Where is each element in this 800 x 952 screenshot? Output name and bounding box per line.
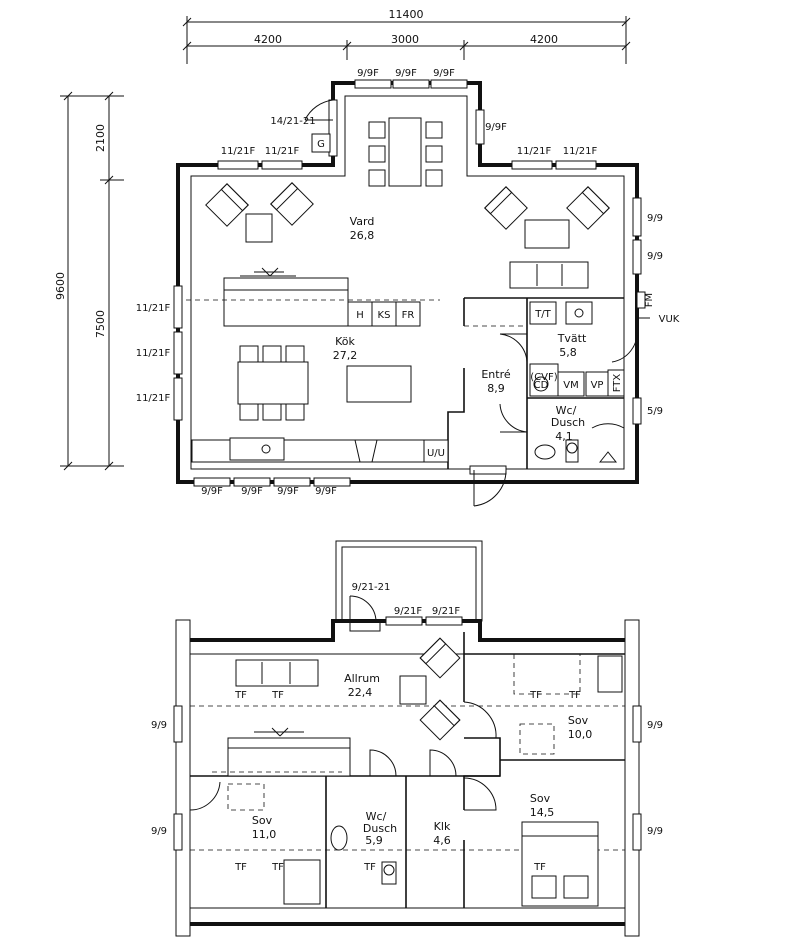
- appliance-oven: U/U: [427, 448, 445, 459]
- dimension-lines: 11400 4200 3000 4200 9600 2100 7500: [54, 8, 631, 471]
- label-fm: FM: [644, 293, 655, 307]
- tf-label: TF: [234, 862, 247, 873]
- tf-label: TF: [533, 862, 546, 873]
- window-label: 11/21F: [563, 146, 598, 157]
- window-label: 9/9: [151, 720, 167, 731]
- room-kok-name: Kök: [335, 335, 355, 348]
- room-sov1-area: 10,0: [568, 728, 593, 741]
- room-klk-area: 4,6: [433, 834, 451, 847]
- room-sov1-name: Sov: [568, 714, 589, 727]
- window-label: 9/9: [647, 213, 663, 224]
- room-vard-area: 26,8: [350, 229, 375, 242]
- appliance-hob: H: [356, 310, 364, 321]
- appliance-freezer: KS: [378, 310, 391, 321]
- room-sov3-area: 14,5: [530, 806, 555, 819]
- dim-total-height: 9600: [54, 272, 67, 300]
- door-label: 14/21-21: [270, 116, 315, 127]
- room-sov2-area: 11,0: [252, 828, 277, 841]
- tf-label: TF: [271, 690, 284, 701]
- window-label: 9/9: [647, 720, 663, 731]
- dim-right-segment: 4200: [530, 33, 558, 46]
- window-label: 5/9: [647, 406, 663, 417]
- appliance-fridge: FR: [402, 310, 415, 321]
- window-label: 9/9F: [277, 486, 299, 497]
- appliance-ftx: FTX: [612, 374, 623, 393]
- appliance-dryer: T/T: [534, 309, 551, 320]
- window-label: 11/21F: [517, 146, 552, 157]
- room-wc-name-1: Wc/: [366, 810, 387, 823]
- room-tvatt-area: 5,8: [559, 346, 577, 359]
- tf-label: TF: [234, 690, 247, 701]
- appliance-cd: CD: [534, 380, 549, 391]
- window-label: 9/9: [151, 826, 167, 837]
- window-label: 11/21F: [265, 146, 300, 157]
- window-label: 9/9F: [357, 68, 379, 79]
- window-label: 9/9F: [433, 68, 455, 79]
- window-label: 9/21F: [394, 606, 422, 617]
- window-label: 11/21F: [136, 303, 171, 314]
- ground-floor-plan: H KS FR U/U: [136, 68, 680, 507]
- room-allrum-name: Allrum: [344, 672, 380, 685]
- room-wc-area: 4,1: [555, 430, 573, 443]
- room-entre-area: 8,9: [487, 382, 505, 395]
- window-label: 11/21F: [136, 393, 171, 404]
- room-wc-name-2: Dusch: [551, 416, 585, 429]
- window-label: 9/9F: [485, 122, 507, 133]
- room-allrum-area: 22,4: [348, 686, 373, 699]
- tf-label: TF: [529, 690, 542, 701]
- door-label: 9/21-21: [352, 582, 391, 593]
- room-kok-area: 27,2: [333, 349, 358, 362]
- window-label: 9/9: [647, 251, 663, 262]
- label-vuk: VUK: [659, 314, 680, 325]
- room-vard-name: Vard: [350, 215, 375, 228]
- dim-middle-segment: 3000: [391, 33, 419, 46]
- appliance-heat-pump: VP: [591, 380, 604, 391]
- window-label: 9/9F: [201, 486, 223, 497]
- window-label: 9/21F: [432, 606, 460, 617]
- room-klk-name: Klk: [434, 820, 451, 833]
- window-label: 11/21F: [136, 348, 171, 359]
- window-label: 11/21F: [221, 146, 256, 157]
- room-entre-name: Entré: [481, 368, 511, 381]
- tf-label: TF: [271, 862, 284, 873]
- room-wc-name-2: Dusch: [363, 822, 397, 835]
- window-label: 9/9: [647, 826, 663, 837]
- room-wc-area: 5,9: [365, 834, 383, 847]
- appliance-washer: VM: [563, 380, 578, 391]
- window-label: 9/9F: [241, 486, 263, 497]
- room-wc-name-1: Wc/: [556, 404, 577, 417]
- window-label: 9/9F: [315, 486, 337, 497]
- window-label: 9/9F: [395, 68, 417, 79]
- label-g: G: [317, 139, 325, 150]
- dim-bottom-segment: 7500: [94, 310, 107, 338]
- room-tvatt-name: Tvätt: [557, 332, 587, 345]
- room-sov2-name: Sov: [252, 814, 273, 827]
- dim-top-segment: 2100: [94, 124, 107, 152]
- upper-floor-plan: TF TF TF TF TF TF TF TF Allrum 22,4 Sov …: [151, 540, 663, 937]
- dim-total-width: 11400: [389, 8, 424, 21]
- room-sov3-name: Sov: [530, 792, 551, 805]
- dim-left-segment: 4200: [254, 33, 282, 46]
- tf-label: TF: [363, 862, 376, 873]
- tf-label: TF: [568, 690, 581, 701]
